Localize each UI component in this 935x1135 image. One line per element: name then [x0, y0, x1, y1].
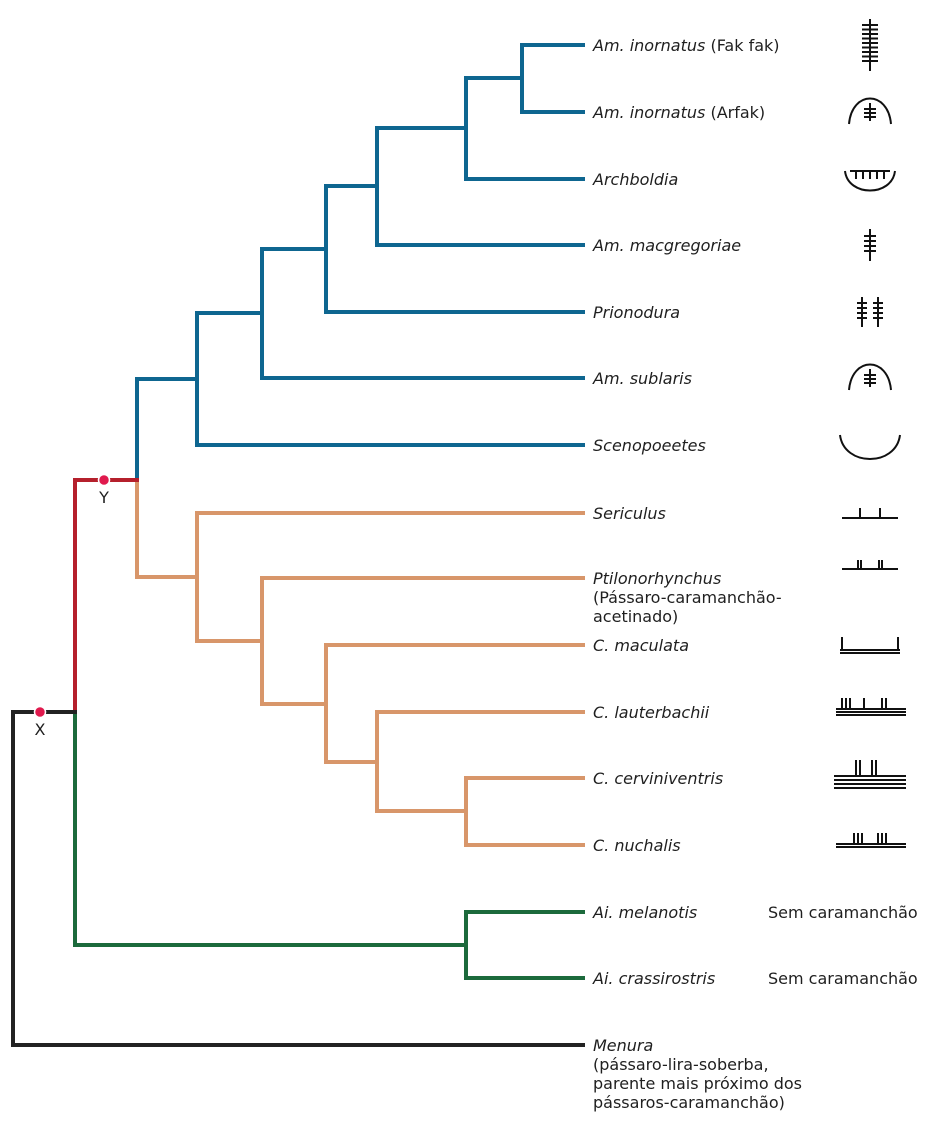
- avenue-four-wall-icon: [836, 698, 906, 716]
- branch-ptilonorhynchus: [260, 576, 585, 706]
- taxon-name: Ai. melanotis: [592, 903, 697, 922]
- branch-green-stem: [73, 710, 468, 947]
- taxon-label: Am. sublaris: [592, 369, 692, 388]
- twin-maypole-icon: [857, 297, 883, 327]
- taxon-label: Menura: [593, 1036, 653, 1055]
- branch-prionodura: [324, 184, 585, 314]
- branch-am-macgregoriae: [375, 126, 585, 247]
- node-y-dot: [97, 473, 111, 487]
- avenue-simple-icon: [842, 508, 898, 519]
- mat-bower-icon: [844, 170, 896, 192]
- branch-archboldia: [464, 76, 585, 181]
- taxon-name: Menura: [593, 1036, 653, 1055]
- branch-c-cerv-nuch: [464, 776, 585, 847]
- taxon-label: Am. inornatus (Arfak): [592, 103, 765, 122]
- taxon-population: (Fak fak): [705, 36, 779, 55]
- taxon-name: C. maculata: [593, 636, 689, 655]
- avenue-double-icon: [842, 560, 898, 570]
- node-y-label: Y: [98, 488, 109, 507]
- avenue-wide-icon: [840, 637, 900, 654]
- taxon-label: Scenopoeetes: [593, 436, 706, 455]
- branch-c-maculata: [324, 643, 585, 764]
- taxon-name: C. nuchalis: [593, 836, 681, 855]
- taxon-label: Am. macgregoriae: [592, 236, 741, 255]
- taxon-label: Ptilonorhynchus: [593, 569, 721, 588]
- branch-c-lauterbachii: [375, 710, 585, 813]
- taxon-name: Sericulus: [593, 504, 666, 523]
- branch-red-stem: [73, 478, 139, 714]
- tree-branches: [11, 43, 585, 1047]
- bower-icons: [834, 19, 906, 848]
- maypole-hut-icon: [848, 97, 892, 125]
- no-bower-label: Sem caramanchão: [768, 969, 918, 988]
- taxon-name: Ai. crassirostris: [592, 969, 715, 988]
- taxon-label: Prionodura: [593, 303, 680, 322]
- taxon-name: Am. sublaris: [592, 369, 692, 388]
- branch-root: [11, 710, 585, 1047]
- taxon-label: Archboldia: [592, 170, 678, 189]
- taxon-note-line: acetinado): [593, 607, 678, 626]
- tree-nodes: XY: [33, 473, 111, 739]
- taxon-name: Prionodura: [593, 303, 680, 322]
- court-bowl-icon: [839, 434, 901, 460]
- node-x-dot: [33, 705, 47, 719]
- taxon-note-line: pássaros-caramanchão): [593, 1093, 785, 1112]
- taxon-note-line: (Pássaro-caramanchão-: [593, 588, 782, 607]
- taxon-label: Ai. melanotis: [592, 903, 697, 922]
- taxon-label: C. maculata: [593, 636, 689, 655]
- node-x-label: X: [35, 720, 46, 739]
- branch-ailuroedus: [464, 910, 585, 980]
- taxon-name: Scenopoeetes: [593, 436, 706, 455]
- branch-blue-stem: [135, 377, 199, 482]
- taxon-name: Am. inornatus: [592, 103, 705, 122]
- taxon-name: Archboldia: [592, 170, 678, 189]
- avenue-platform-icon: [834, 760, 906, 789]
- taxon-label: Am. inornatus (Fak fak): [592, 36, 780, 55]
- taxon-name: Am. inornatus: [592, 36, 705, 55]
- taxon-label: C. nuchalis: [593, 836, 681, 855]
- taxon-note-line: (pássaro-lira-soberba,: [593, 1055, 769, 1074]
- taxon-name: C. cerviniventris: [593, 769, 723, 788]
- taxon-name: C. lauterbachii: [593, 703, 710, 722]
- taxon-note-line: parente mais próximo dos: [593, 1074, 802, 1093]
- taxon-label: Sericulus: [593, 504, 666, 523]
- branch-am-inornatus-pair: [520, 43, 585, 114]
- taxon-label: Ai. crassirostris: [592, 969, 715, 988]
- taxon-name: Ptilonorhynchus: [593, 569, 721, 588]
- no-bower-label: Sem caramanchão: [768, 903, 918, 922]
- taxon-labels: Am. inornatus (Fak fak)Am. inornatus (Ar…: [592, 36, 918, 1112]
- branch-orange-stem: [135, 478, 199, 579]
- taxon-population: (Arfak): [705, 103, 765, 122]
- taxon-label: C. lauterbachii: [593, 703, 710, 722]
- maypole-tall-icon: [862, 19, 878, 71]
- avenue-low-icon: [836, 833, 906, 848]
- maypole-short-icon: [864, 229, 876, 261]
- taxon-label: C. cerviniventris: [593, 769, 723, 788]
- taxon-name: Am. macgregoriae: [592, 236, 741, 255]
- maypole-hut-icon: [848, 363, 892, 391]
